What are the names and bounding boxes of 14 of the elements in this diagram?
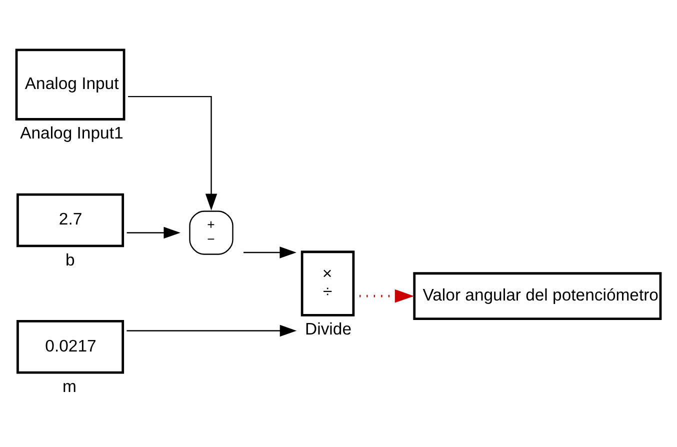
node-box: × ÷ [300, 250, 355, 316]
node-box: Valor angular del potenciómetro [413, 272, 662, 320]
node-label: b [65, 250, 75, 270]
node-box: Analog Input [15, 48, 126, 120]
arrow [126, 226, 180, 239]
node-label: Divide [305, 320, 352, 339]
arrow [360, 289, 414, 303]
arrow [126, 324, 297, 337]
node-box: 0.0217 [16, 320, 124, 374]
node-label: m [62, 376, 76, 396]
arrow [128, 96, 218, 211]
arrow [244, 246, 296, 258]
node-box: 2.7 [16, 193, 124, 248]
node-label: Analog Input1 [20, 124, 124, 143]
